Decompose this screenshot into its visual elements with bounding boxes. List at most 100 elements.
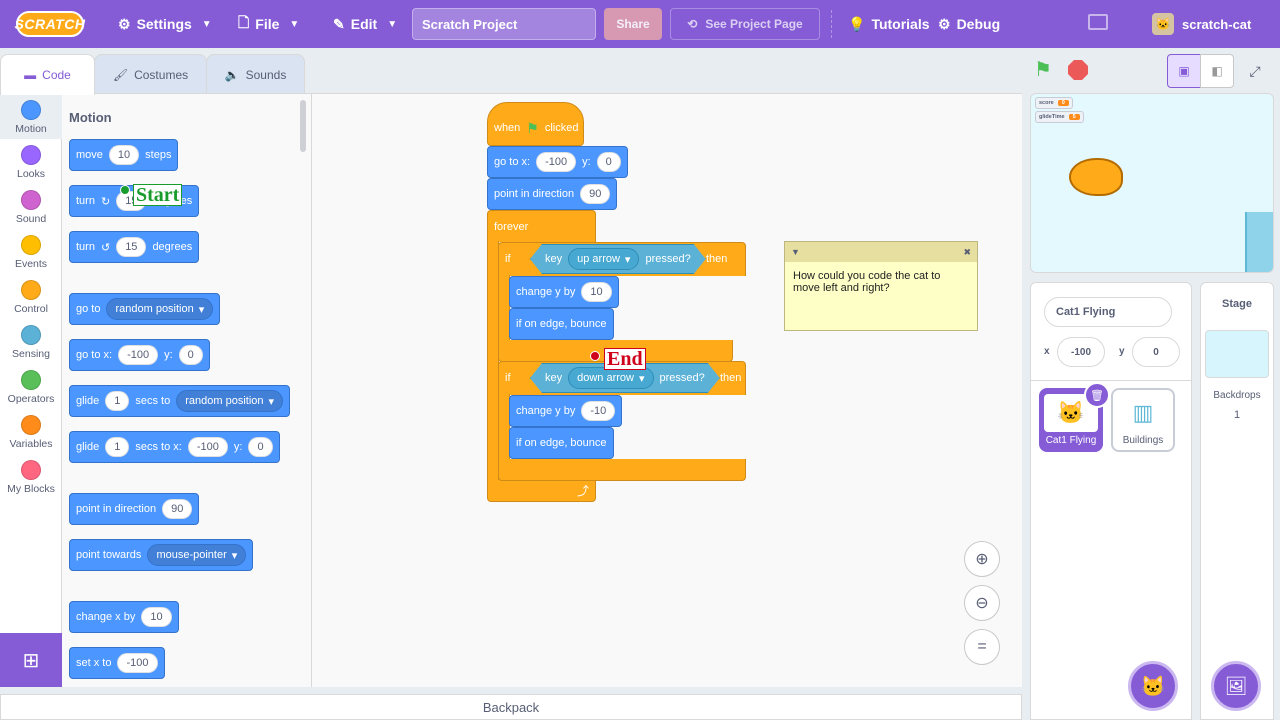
block-go-to[interactable]: go to random position▾	[69, 293, 221, 325]
block-change-y[interactable]: change y by 10	[509, 276, 619, 308]
green-flag-icon[interactable]: ⚑	[1034, 59, 1052, 81]
stage-selector[interactable]: Stage Backdrops 1	[1200, 282, 1274, 720]
tab-costumes[interactable]: 🖌 Costumes	[94, 54, 207, 94]
small-stage-button[interactable]: ▣	[1167, 54, 1201, 88]
edit-label: Edit	[350, 16, 378, 32]
choose-sprite-button[interactable]: 🐱	[1128, 661, 1178, 711]
variable-monitor[interactable]: score 0	[1035, 97, 1073, 109]
collapse-triangle-icon[interactable]: ▼	[791, 247, 800, 257]
comment-note[interactable]: ▼ ✖ How could you code the cat to move l…	[784, 241, 978, 331]
block-input[interactable]: 10	[581, 282, 612, 302]
zoom-out-button[interactable]: ⊖	[964, 585, 1000, 621]
zoom-in-button[interactable]: ⊕	[964, 541, 1000, 577]
add-extension-button[interactable]: ⊞	[0, 633, 62, 687]
sprite-tile-buildings[interactable]: ▥ Buildings	[1111, 388, 1175, 452]
block-dropdown[interactable]: down arrow▾	[568, 367, 653, 389]
category-variables[interactable]: Variables	[0, 409, 62, 454]
folder-icon[interactable]	[1088, 14, 1108, 30]
block-go-to-xy[interactable]: go to x: -100 y: 0	[69, 339, 210, 371]
tab-code-label: Code	[42, 68, 71, 82]
share-button[interactable]: Share	[604, 8, 662, 40]
category-motion[interactable]: Motion	[0, 94, 62, 139]
block-change-y[interactable]: change y by -10	[509, 395, 623, 427]
block-change-x[interactable]: change x by 10	[69, 601, 179, 633]
palette-scrollbar[interactable]	[300, 100, 306, 152]
block-point-in-direction[interactable]: point in direction 90	[487, 178, 618, 210]
tab-code[interactable]: ▬ Code	[0, 54, 95, 95]
block-input[interactable]: 90	[580, 184, 611, 204]
category-sound[interactable]: Sound	[0, 184, 62, 229]
large-stage-button[interactable]: ◧	[1200, 54, 1234, 88]
block-input[interactable]: -10	[581, 401, 616, 421]
block-move-steps[interactable]: move 10 steps	[69, 139, 179, 171]
block-input[interactable]: -100	[118, 345, 159, 365]
block-input[interactable]: 0	[248, 437, 273, 457]
fullscreen-button[interactable]: ⤢	[1238, 54, 1272, 88]
block-key-pressed[interactable]: key up arrow▾ pressed?	[530, 244, 706, 274]
block-dropdown[interactable]: mouse-pointer▾	[147, 544, 247, 566]
choose-backdrop-button[interactable]: 🖼	[1211, 661, 1261, 711]
sprite-y-input[interactable]	[1132, 337, 1180, 367]
block-input[interactable]: 15	[116, 237, 147, 257]
close-icon[interactable]: ✖	[963, 246, 971, 257]
block-input[interactable]: 10	[141, 607, 172, 627]
block-input[interactable]: -100	[117, 653, 158, 673]
category-operators[interactable]: Operators	[0, 364, 62, 409]
block-set-x[interactable]: set x to -100	[69, 647, 165, 679]
stage-canvas[interactable]: score 0 glideTime 5	[1030, 93, 1274, 273]
block-input[interactable]: -100	[536, 152, 577, 172]
settings-label: Settings	[136, 16, 192, 32]
block-turn-left[interactable]: turn ↺ 15 degrees	[69, 231, 200, 263]
debug-button[interactable]: ⚙ Debug	[938, 0, 1000, 48]
block-point-towards[interactable]: point towards mouse-pointer▾	[69, 539, 254, 571]
block-dropdown[interactable]: random position▾	[106, 298, 214, 320]
note-header[interactable]: ▼ ✖	[785, 242, 977, 262]
edit-menu[interactable]: ✎ Edit ▼	[333, 0, 397, 48]
block-input[interactable]: 0	[178, 345, 203, 365]
delete-sprite-button[interactable]: 🗑	[1084, 382, 1110, 408]
block-bounce[interactable]: if on edge, bounce	[509, 308, 614, 340]
account-menu[interactable]: 🐱 scratch-cat	[1152, 0, 1251, 48]
block-bounce[interactable]: if on edge, bounce	[509, 427, 614, 459]
sprite-name-input[interactable]	[1044, 297, 1172, 327]
block-dropdown[interactable]: random position▾	[176, 390, 284, 412]
variable-monitor[interactable]: glideTime 5	[1035, 111, 1084, 123]
cat-sprite-icon[interactable]	[1069, 158, 1123, 196]
dropdown-value: mouse-pointer	[156, 549, 227, 561]
scratch-logo[interactable]: SCRATCH	[15, 11, 85, 37]
file-menu[interactable]: 🗋 File ▼	[238, 0, 299, 48]
start-marker-dot	[120, 185, 130, 195]
see-project-page-button[interactable]: ⟲ See Project Page	[670, 8, 820, 40]
zoom-reset-button[interactable]: =	[964, 629, 1000, 665]
block-input[interactable]: 0	[596, 152, 621, 172]
category-sensing[interactable]: Sensing	[0, 319, 62, 364]
note-text[interactable]: How could you code the cat to move left …	[793, 270, 941, 294]
block-glide-to[interactable]: glide 1 secs to random position▾	[69, 385, 291, 417]
block-input[interactable]: -100	[187, 437, 228, 457]
block-input[interactable]: 1	[105, 391, 130, 411]
block-dropdown[interactable]: up arrow▾	[568, 248, 639, 270]
block-forever[interactable]: forever	[487, 210, 596, 242]
tutorials-button[interactable]: 💡 Tutorials	[848, 0, 930, 48]
block-input[interactable]: 10	[108, 145, 140, 165]
project-title-input[interactable]	[412, 8, 596, 40]
tab-sounds-label: Sounds	[245, 67, 287, 82]
sprite-x-input[interactable]	[1057, 337, 1105, 367]
tab-sounds[interactable]: 🔈 Sounds	[206, 54, 305, 94]
block-key-pressed[interactable]: key down arrow▾ pressed?	[530, 363, 720, 393]
category-looks[interactable]: Looks	[0, 139, 62, 184]
monitor-label: score	[1039, 100, 1054, 106]
block-input[interactable]: 1	[105, 437, 130, 457]
category-control[interactable]: Control	[0, 274, 62, 319]
settings-menu[interactable]: ⚙ Settings ▼	[118, 0, 212, 48]
block-point-in-direction[interactable]: point in direction 90	[69, 493, 200, 525]
category-events[interactable]: Events	[0, 229, 62, 274]
stage-thumbnail[interactable]	[1205, 330, 1269, 378]
block-go-to-xy[interactable]: go to x: -100 y: 0	[487, 146, 628, 178]
block-glide-xy[interactable]: glide 1 secs to x: -100 y: 0	[69, 431, 280, 463]
category-my-blocks[interactable]: My Blocks	[0, 454, 62, 499]
stop-icon[interactable]	[1068, 60, 1088, 80]
block-when-flag-clicked[interactable]: when ⚑ clicked	[487, 102, 584, 146]
block-input[interactable]: 90	[162, 499, 193, 519]
backpack-header[interactable]: Backpack	[0, 694, 1022, 720]
